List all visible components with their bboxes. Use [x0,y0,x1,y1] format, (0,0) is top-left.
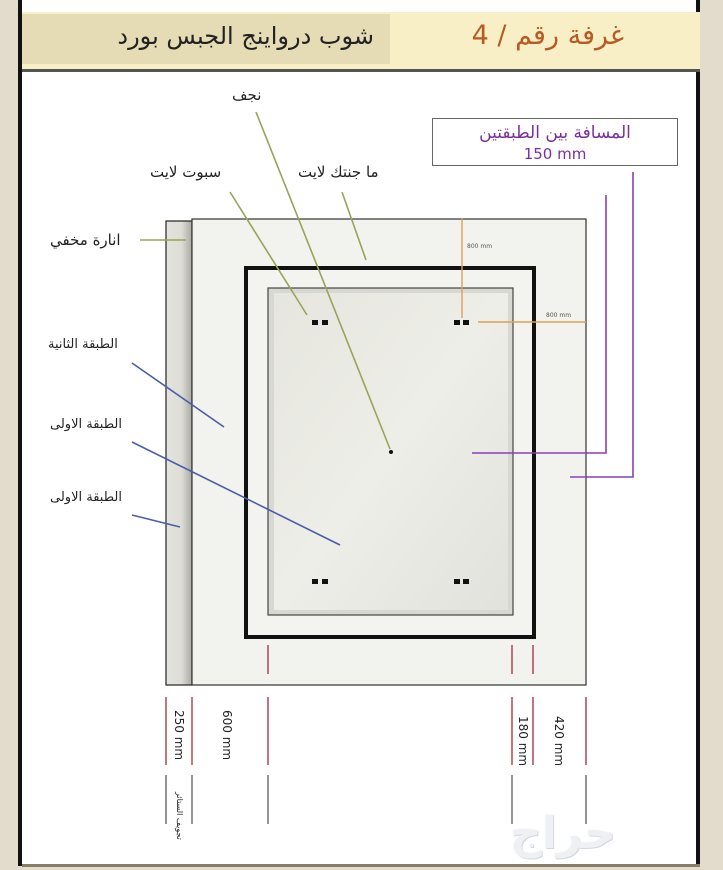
dim-600: 600 mm [220,710,234,761]
chandelier-point [389,450,393,454]
label-magnetic-light: ما جنتك لايت [298,163,379,181]
spot-light-top-right [454,320,469,325]
header-title: غرفة رقم / 4 [471,20,624,51]
info-box-value: 150 mm [523,145,587,163]
label-hidden-lighting: انارة مخفي [50,231,121,249]
dim-spot-horizontal: 800 mm [546,312,572,319]
label-chandelier: نجف [232,86,262,104]
label-spot-light: سبوت لايت [150,163,222,181]
dim-420: 420 mm [552,716,566,767]
spot-light-bottom-left [312,579,328,584]
dim-curtain-recess: تجويف الستائر [175,792,184,840]
subtitle-box: شوب درواينج الجبس بورد [22,14,390,64]
dim-180: 180 mm [516,716,530,767]
layer-spacing-info-box: المسافة بين الطبقتين 150 mm [432,118,678,166]
info-box-title: المسافة بين الطبقتين [479,123,631,143]
footer-divider [22,864,700,867]
dim-250: 250 mm [172,710,186,761]
label-second-layer: الطبقة الثانية [48,337,118,352]
header-subtitle: شوب درواينج الجبس بورد [117,22,374,50]
label-first-layer-b: الطبقة الاولى [50,490,122,505]
label-first-layer-a: الطبقة الاولى [50,417,122,432]
hidden-lighting-strip [165,220,193,686]
spot-light-top-left [312,320,328,325]
dim-spot-vertical: 800 mm [467,243,493,250]
spot-light-bottom-right [454,579,469,584]
header-bar: شوب درواينج الجبس بورد غرفة رقم / 4 [22,12,700,72]
watermark-logo: حراج [510,808,616,859]
